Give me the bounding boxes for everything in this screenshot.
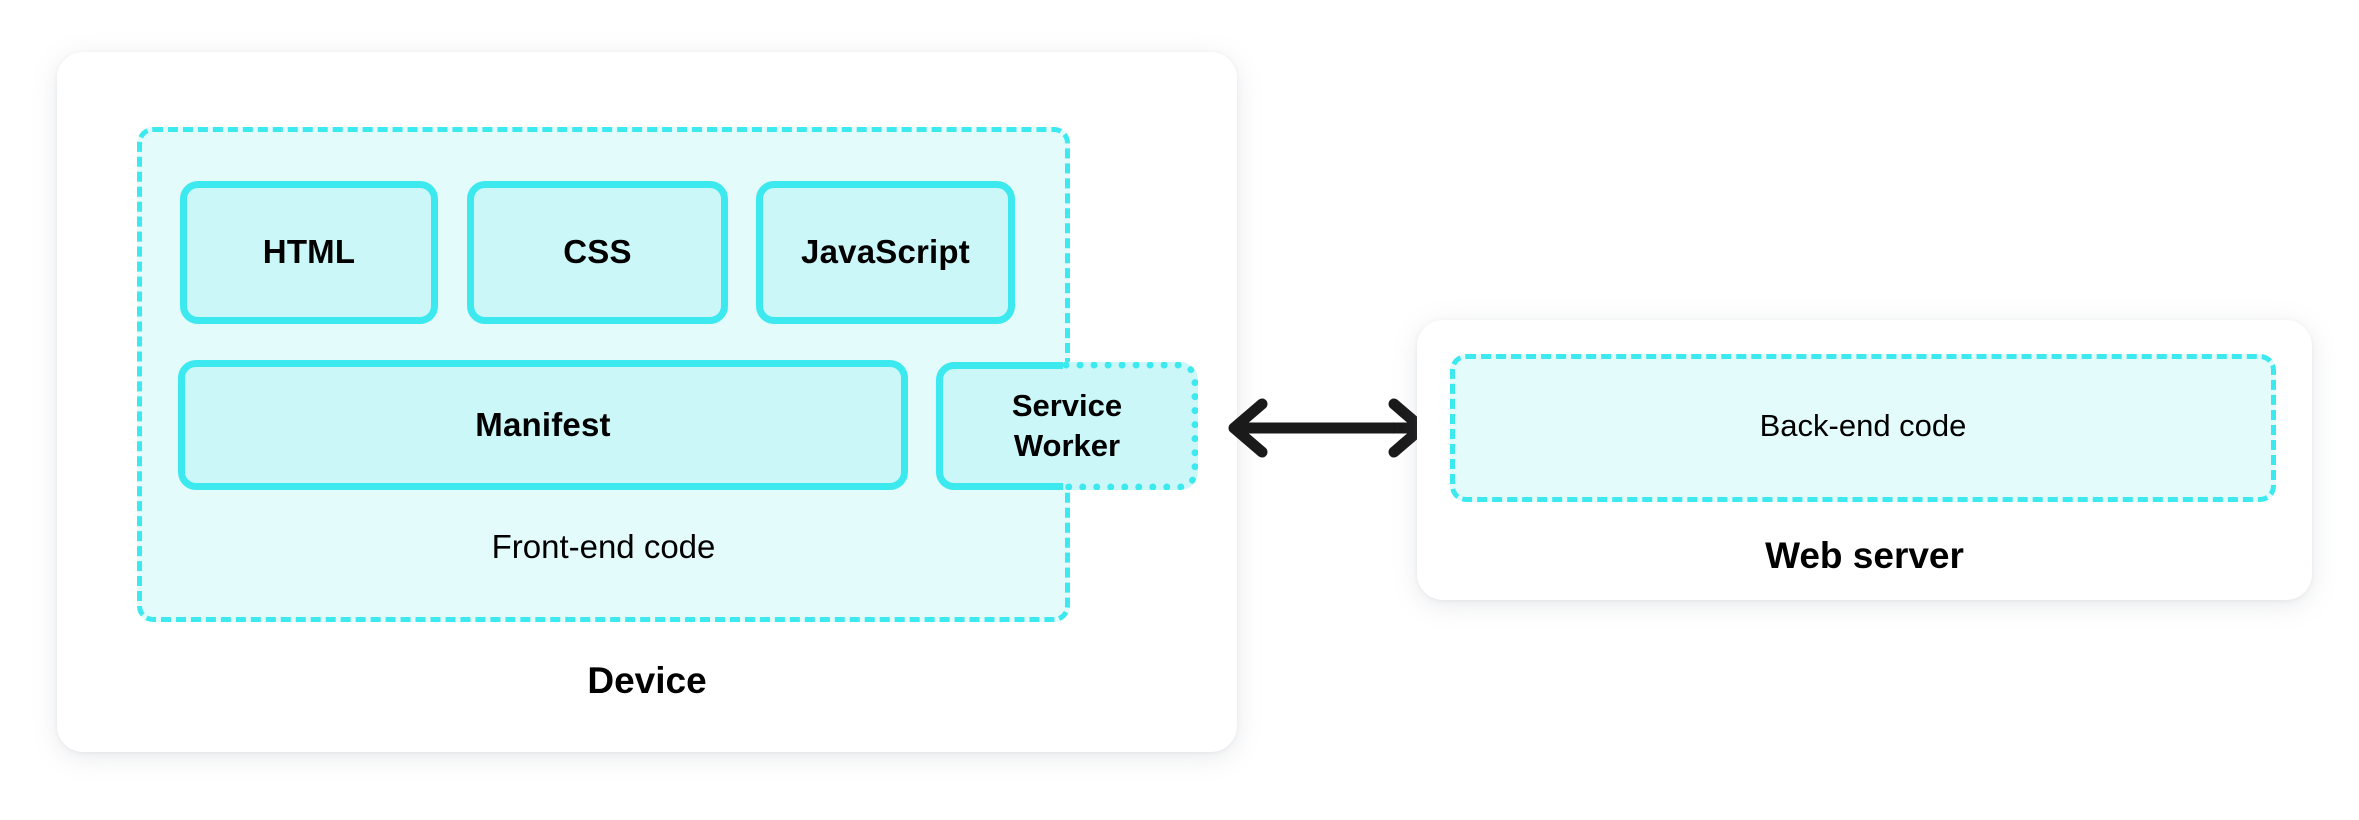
web-server-caption: Web server bbox=[1765, 535, 1964, 576]
backend-code-region bbox=[1450, 354, 2276, 502]
css-box-label: CSS bbox=[563, 233, 632, 271]
css-box[interactable]: CSS bbox=[467, 181, 728, 324]
bidirectional-arrow-icon bbox=[1228, 398, 1428, 458]
javascript-box-label: JavaScript bbox=[801, 233, 970, 271]
html-box-label: HTML bbox=[262, 233, 356, 271]
service-worker-label-line1: Service bbox=[1011, 388, 1123, 424]
device-caption: Device bbox=[587, 660, 707, 701]
manifest-box-label: Manifest bbox=[475, 405, 611, 443]
service-worker-box-label: Service Worker bbox=[936, 362, 1198, 490]
javascript-box[interactable]: JavaScript bbox=[756, 181, 1015, 324]
html-box[interactable]: HTML bbox=[180, 181, 438, 324]
service-worker-label-line2: Worker bbox=[1013, 428, 1121, 463]
manifest-box[interactable]: Manifest bbox=[178, 360, 908, 490]
service-worker-inner-solid-border bbox=[936, 362, 1063, 490]
service-worker-box[interactable]: Service Worker bbox=[936, 362, 1198, 490]
backend-code-caption: Back-end code bbox=[1759, 408, 1967, 443]
frontend-code-caption: Front-end code bbox=[491, 528, 716, 565]
